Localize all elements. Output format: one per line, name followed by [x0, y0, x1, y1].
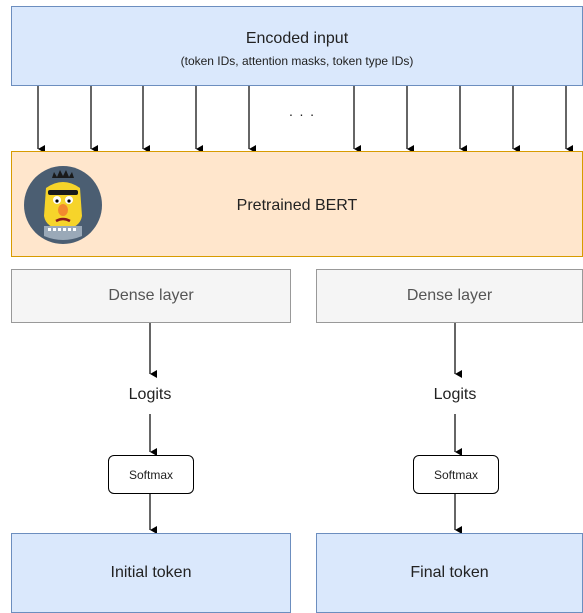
- final-token-label: Final token: [410, 564, 489, 581]
- left-softmax-label: Softmax: [128, 467, 173, 482]
- encoded-input-title: Encoded input: [245, 30, 349, 47]
- left-dense-layer-label: Dense layer: [108, 287, 194, 304]
- right-dense-layer-label: Dense layer: [406, 287, 493, 304]
- left-dense-layer-box: Dense layer: [11, 269, 291, 323]
- encoded-input-box: Encoded input (token IDs, attention mask…: [11, 6, 583, 86]
- left-softmax-box: Softmax: [108, 455, 194, 494]
- right-softmax-label: Softmax: [433, 467, 478, 482]
- right-logits-label: Logits: [433, 386, 477, 403]
- pretrained-bert-box: Pretrained BERT: [11, 151, 583, 257]
- encoded-input-subtitle: (token IDs, attention masks, token type …: [180, 54, 414, 68]
- right-dense-layer-box: Dense layer: [316, 269, 583, 323]
- bert-muppet-icon: [24, 166, 102, 244]
- ellipsis: · · ·: [288, 106, 316, 122]
- pretrained-bert-label: Pretrained BERT: [236, 197, 358, 214]
- initial-token-box: Initial token: [11, 533, 291, 613]
- right-softmax-box: Softmax: [413, 455, 499, 494]
- initial-token-label: Initial token: [110, 564, 192, 581]
- left-logits-label: Logits: [128, 386, 172, 403]
- final-token-box: Final token: [316, 533, 583, 613]
